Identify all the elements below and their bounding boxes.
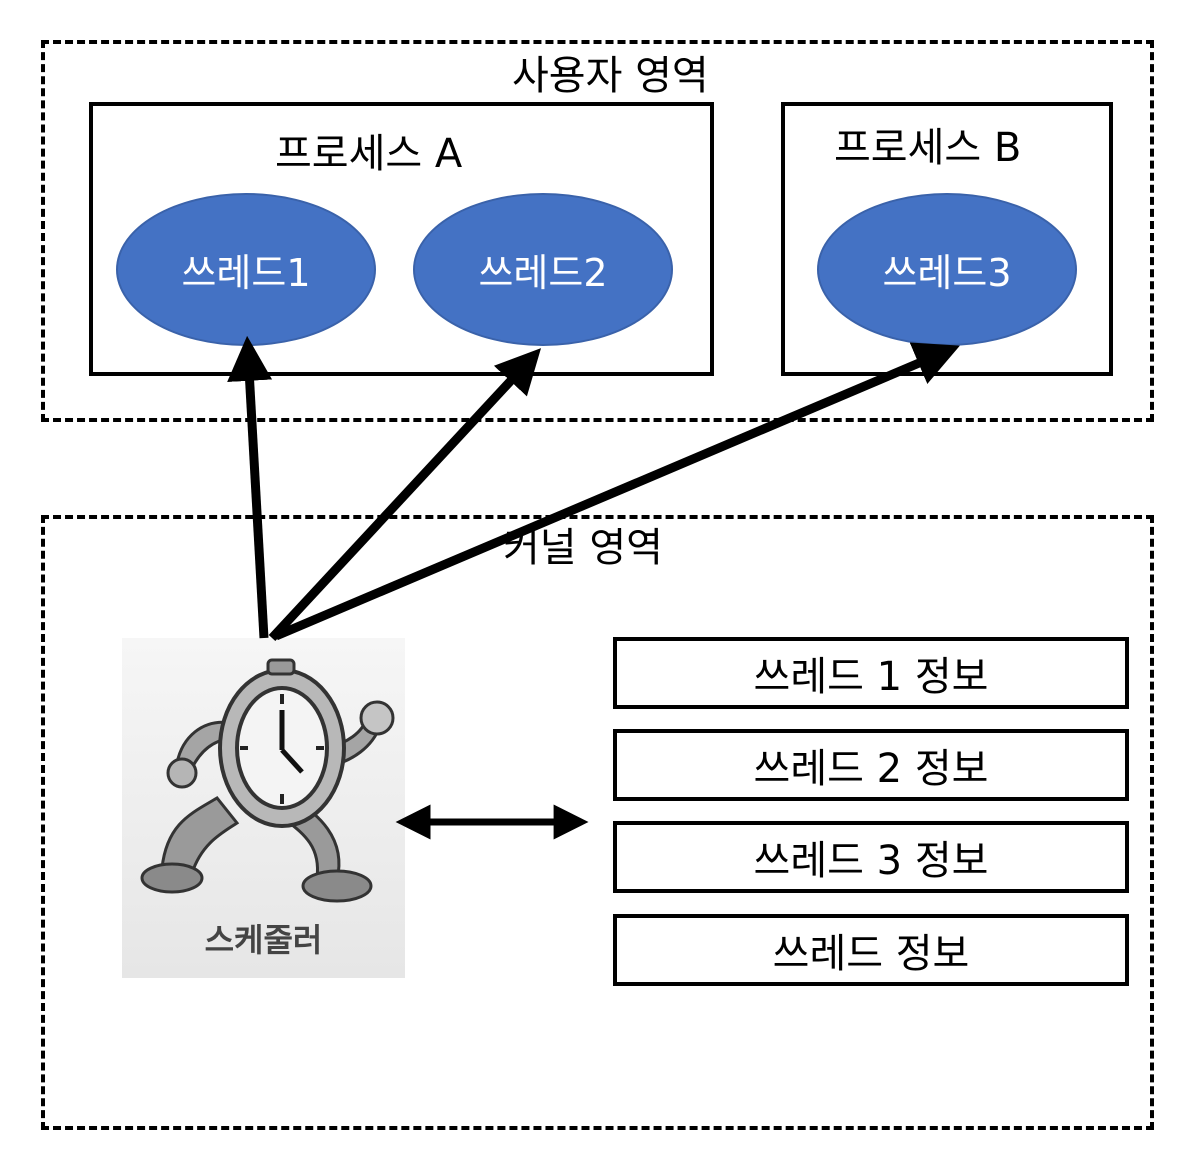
thread-2-ellipse: 쓰레드2 — [413, 193, 673, 346]
user-area-region — [41, 40, 1154, 422]
thread-1-ellipse: 쓰레드1 — [116, 193, 376, 346]
thread-2-info-box: 쓰레드 2 정보 — [613, 729, 1129, 801]
user-area-label: 사용자 영역 — [508, 56, 713, 96]
scheduler-label: 스케줄러 — [204, 921, 323, 959]
kernel-area-region — [41, 515, 1154, 1130]
thread-3-info-box: 쓰레드 3 정보 — [613, 821, 1129, 893]
thread-3-ellipse: 쓰레드3 — [817, 193, 1077, 346]
thread-generic-info-box: 쓰레드 정보 — [613, 914, 1129, 986]
arrow-scheduler-to-thread-2 — [268, 348, 542, 642]
arrow-scheduler-to-thread-3 — [274, 342, 960, 641]
thread-1-info-box: 쓰레드 1 정보 — [613, 637, 1129, 709]
running-clock-icon — [140, 658, 395, 903]
process-b-label: 프로세스 B — [834, 125, 1022, 171]
process-a-label: 프로세스 A — [275, 131, 463, 177]
scheduler-illustration: 스케줄러 — [122, 638, 405, 978]
arrow-scheduler-to-thread-1 — [227, 335, 273, 639]
kernel-area-label: 커널 영역 — [503, 525, 663, 571]
